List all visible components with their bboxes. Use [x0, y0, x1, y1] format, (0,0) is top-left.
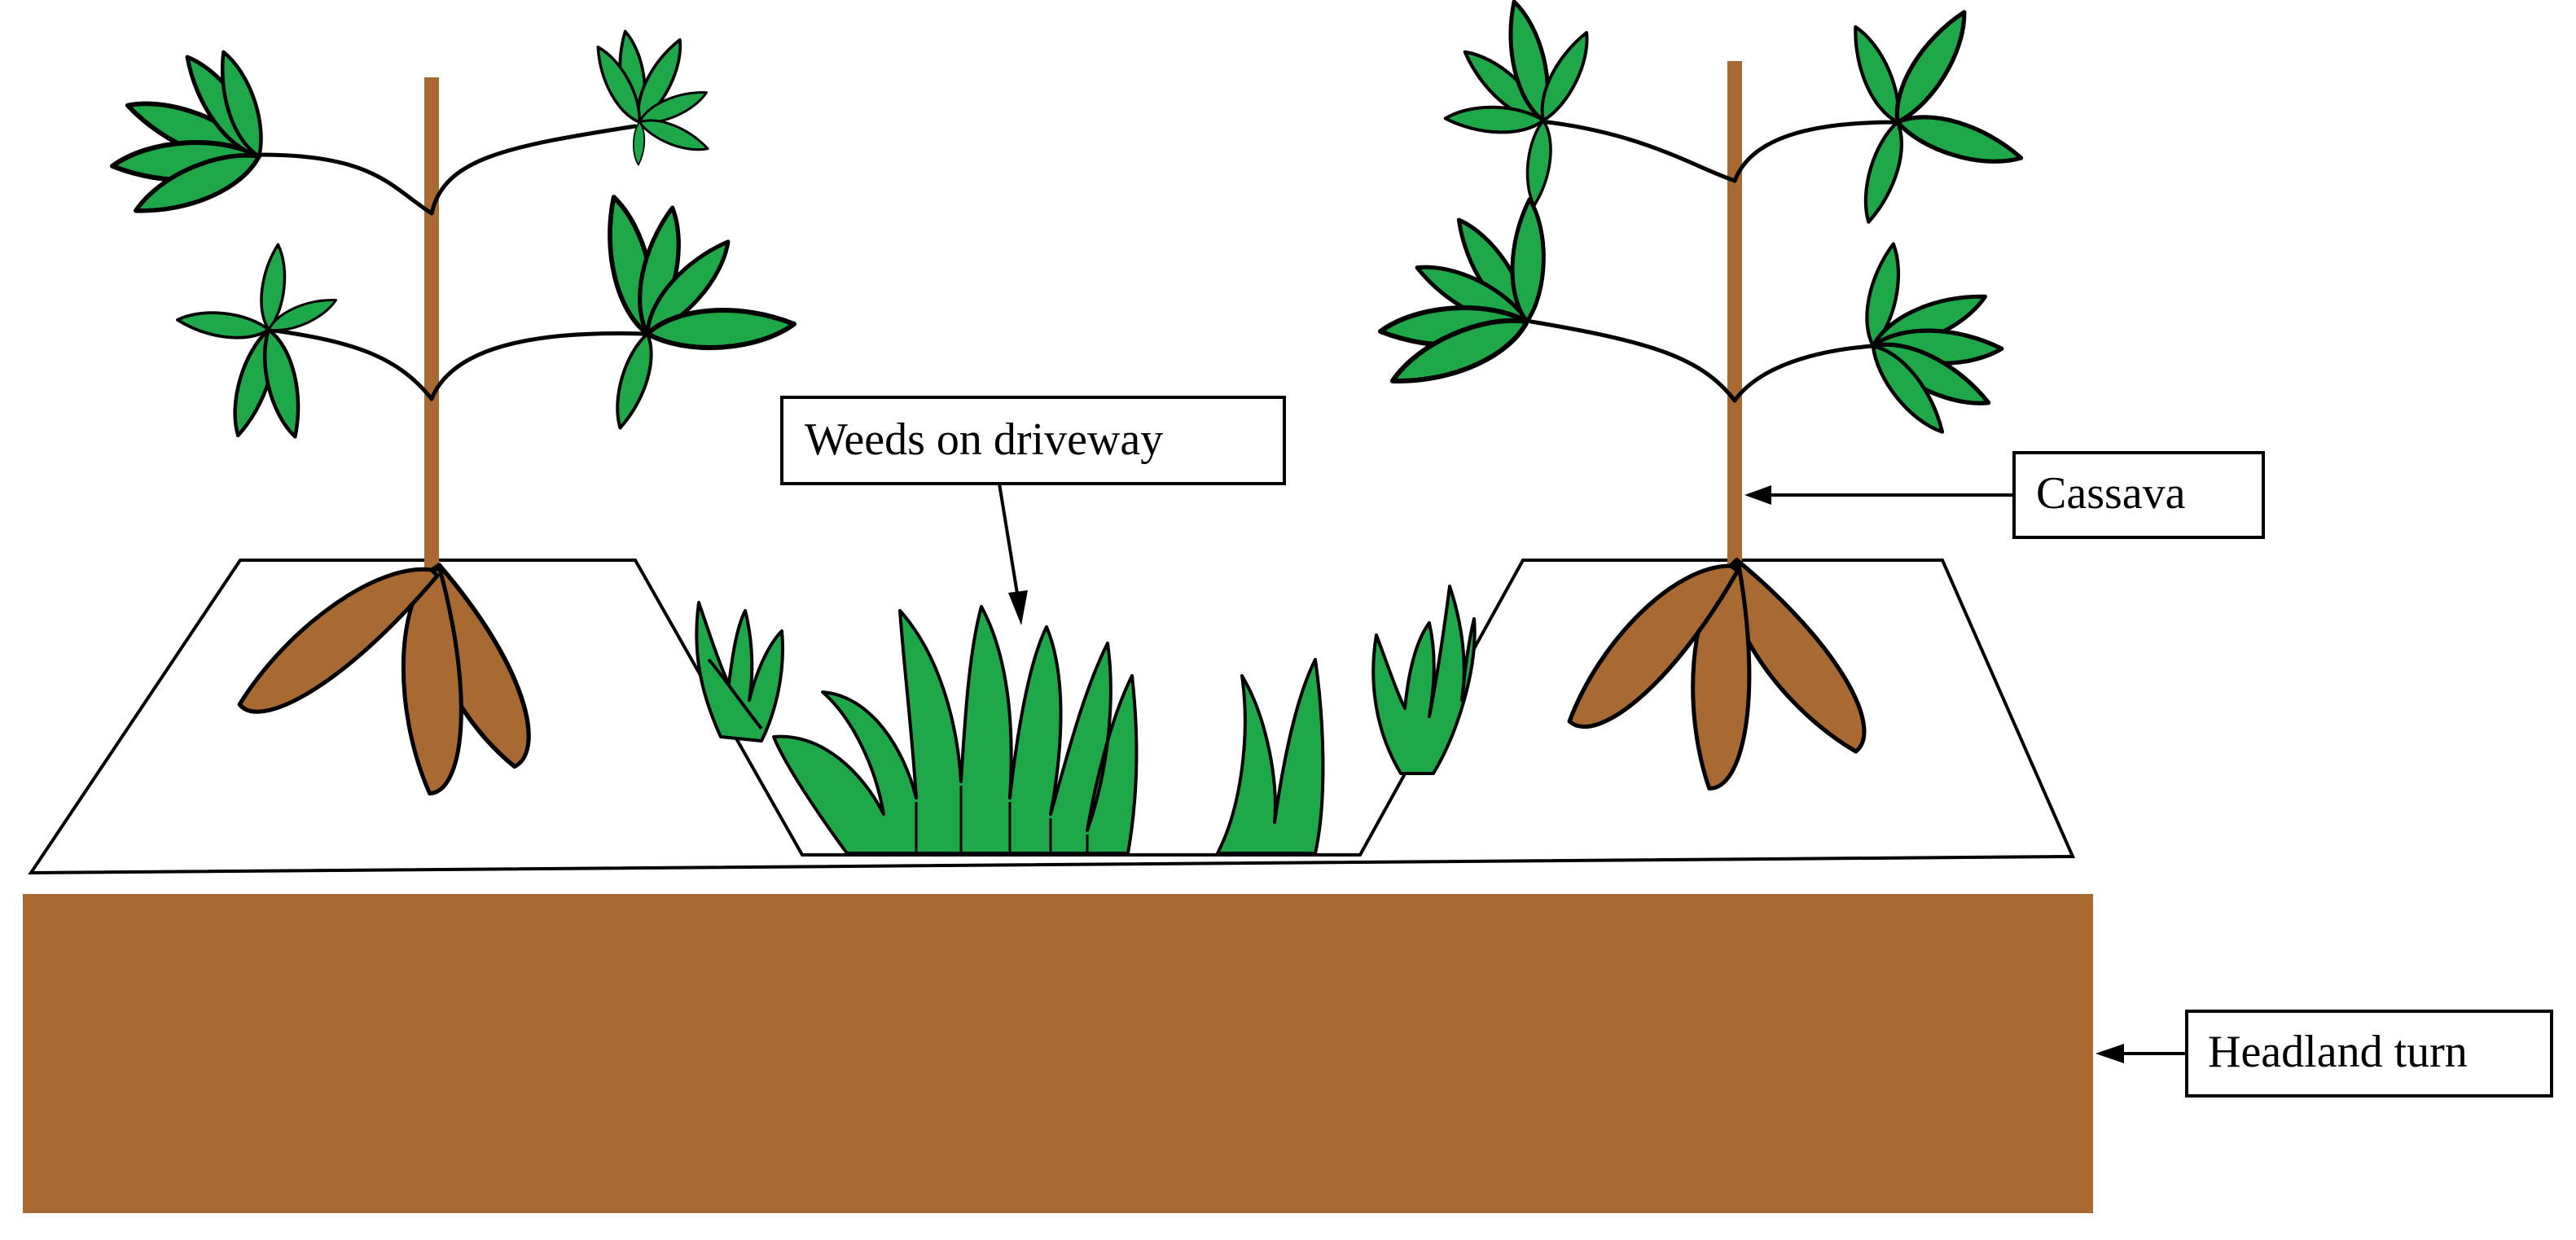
cassava-arrow: [1744, 485, 2014, 505]
leaf-cluster: [601, 193, 794, 431]
weeds-arrow: [998, 483, 1028, 625]
leaf-cluster: [589, 28, 713, 166]
leaf-cluster: [1445, 0, 1600, 209]
weeds-cluster: [695, 585, 1477, 855]
cassava-label-text: Cassava: [2036, 468, 2186, 519]
right-cassava-plant: [1380, 0, 2025, 789]
cassava-label-box: [2012, 451, 2265, 539]
leaf-cluster: [174, 241, 341, 440]
headland-arrow: [2095, 1044, 2187, 1063]
leaf-cluster: [1857, 242, 2003, 442]
leaf-cluster: [1846, 5, 2025, 225]
weeds-label-text: Weeds on driveway: [805, 414, 1163, 465]
headland-label-text: Headland turn: [2208, 1027, 2468, 1077]
weeds-label-box: [780, 396, 1286, 485]
leaf-cluster: [1380, 198, 1549, 393]
left-cassava-plant: [112, 28, 794, 795]
headland-soil: [23, 894, 2093, 1213]
headland-label: Headland turn: [2185, 1010, 2553, 1098]
weeds-label: Weeds on driveway: [780, 396, 1286, 485]
cassava-label: Cassava: [2012, 451, 2265, 539]
leaf-cluster: [112, 46, 269, 222]
